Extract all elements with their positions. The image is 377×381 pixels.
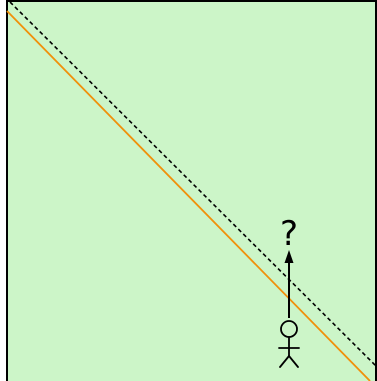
stick-figure-icon [278, 320, 300, 368]
frame-border [6, 0, 377, 381]
boundary-line [6, 10, 371, 381]
shaded-region [7, 1, 376, 381]
arrow-up-icon [284, 250, 294, 318]
figure-left-leg [279, 355, 290, 368]
question-mark: ? [280, 214, 298, 254]
figure-right-leg [288, 355, 299, 368]
dashed-diagonal-line [9, 1, 377, 367]
arrow-head [284, 250, 294, 263]
